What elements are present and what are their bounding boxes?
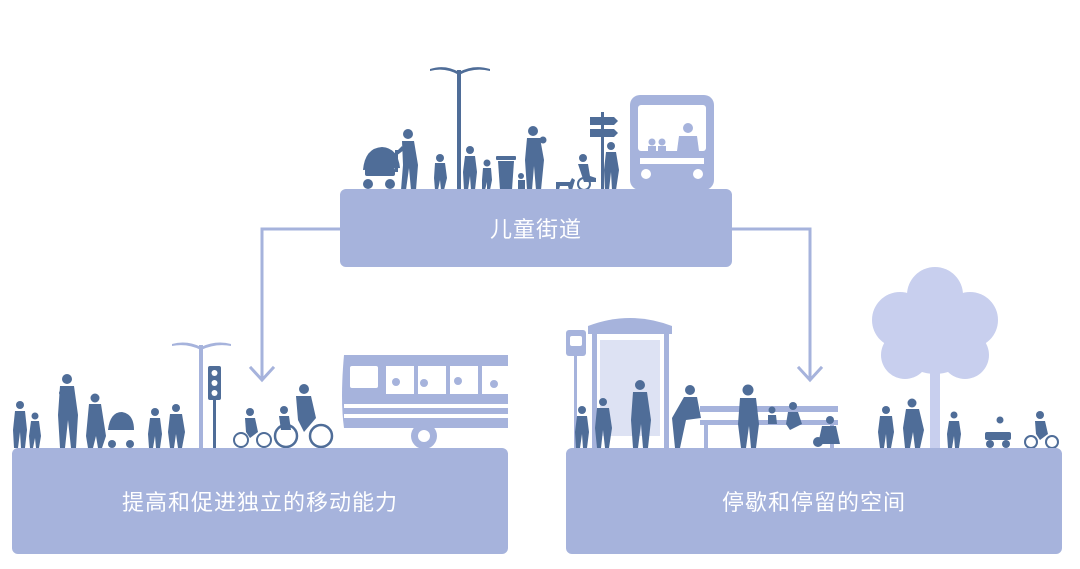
arrow-head-left [248,365,276,383]
adult-figure-icon [604,142,619,190]
child-cyclist-icon [1024,411,1059,449]
street-lamp-icon [430,67,490,190]
node-label: 儿童街道 [489,218,582,243]
child-body-icon [518,180,525,190]
bus-stop-sign-icon [566,330,586,448]
tree-icon [872,267,998,448]
node-children-street: 儿童街道 [340,189,732,267]
node-label: 提高和促进独立的移动能力 [121,491,398,516]
standing-adult-icon [738,384,759,448]
recycling-bin-icon [496,156,516,190]
child-playing-icon [813,416,840,447]
bus-side-icon [342,355,508,449]
arrow-head-right [796,365,824,383]
adult-carrying-child-icon [58,374,78,448]
traffic-light-icon [208,366,221,448]
arrow-to-left-node [260,227,342,380]
child-with-cart-icon [985,416,1011,448]
child-figure-icon [148,404,185,448]
adult-figure-icon [86,393,106,448]
child-figure-icon [434,154,447,190]
adult-carrying-child-icon [525,126,547,190]
node-label: 停歇和停留的空间 [721,491,906,516]
child-figure-icon [768,402,802,430]
child-figure-icon [518,173,524,179]
dog-icon [556,178,575,190]
street-lamp-icon [172,342,231,448]
wheelchair-user-icon [577,154,596,191]
adult-cyclist-icon [273,384,334,449]
child-cyclist-icon [233,408,272,448]
adult-figure-icon [631,380,651,448]
adult-figure-icon [463,146,492,190]
adult-figure-icon [394,129,418,190]
child-figure-icon [13,401,41,448]
node-resting-space: 停歇和停留的空间 [566,448,1062,554]
direction-sign-icon [590,112,618,190]
child-figure-icon [575,398,612,448]
node-independent-mobility: 提高和促进独立的移动能力 [12,448,508,554]
arrow-to-right-node [730,227,812,380]
stroller-icon [363,147,400,189]
sitting-adult-icon [672,385,701,448]
child-figure-icon [878,398,961,448]
bus-front-icon [630,95,714,190]
stroller-icon [108,412,134,448]
